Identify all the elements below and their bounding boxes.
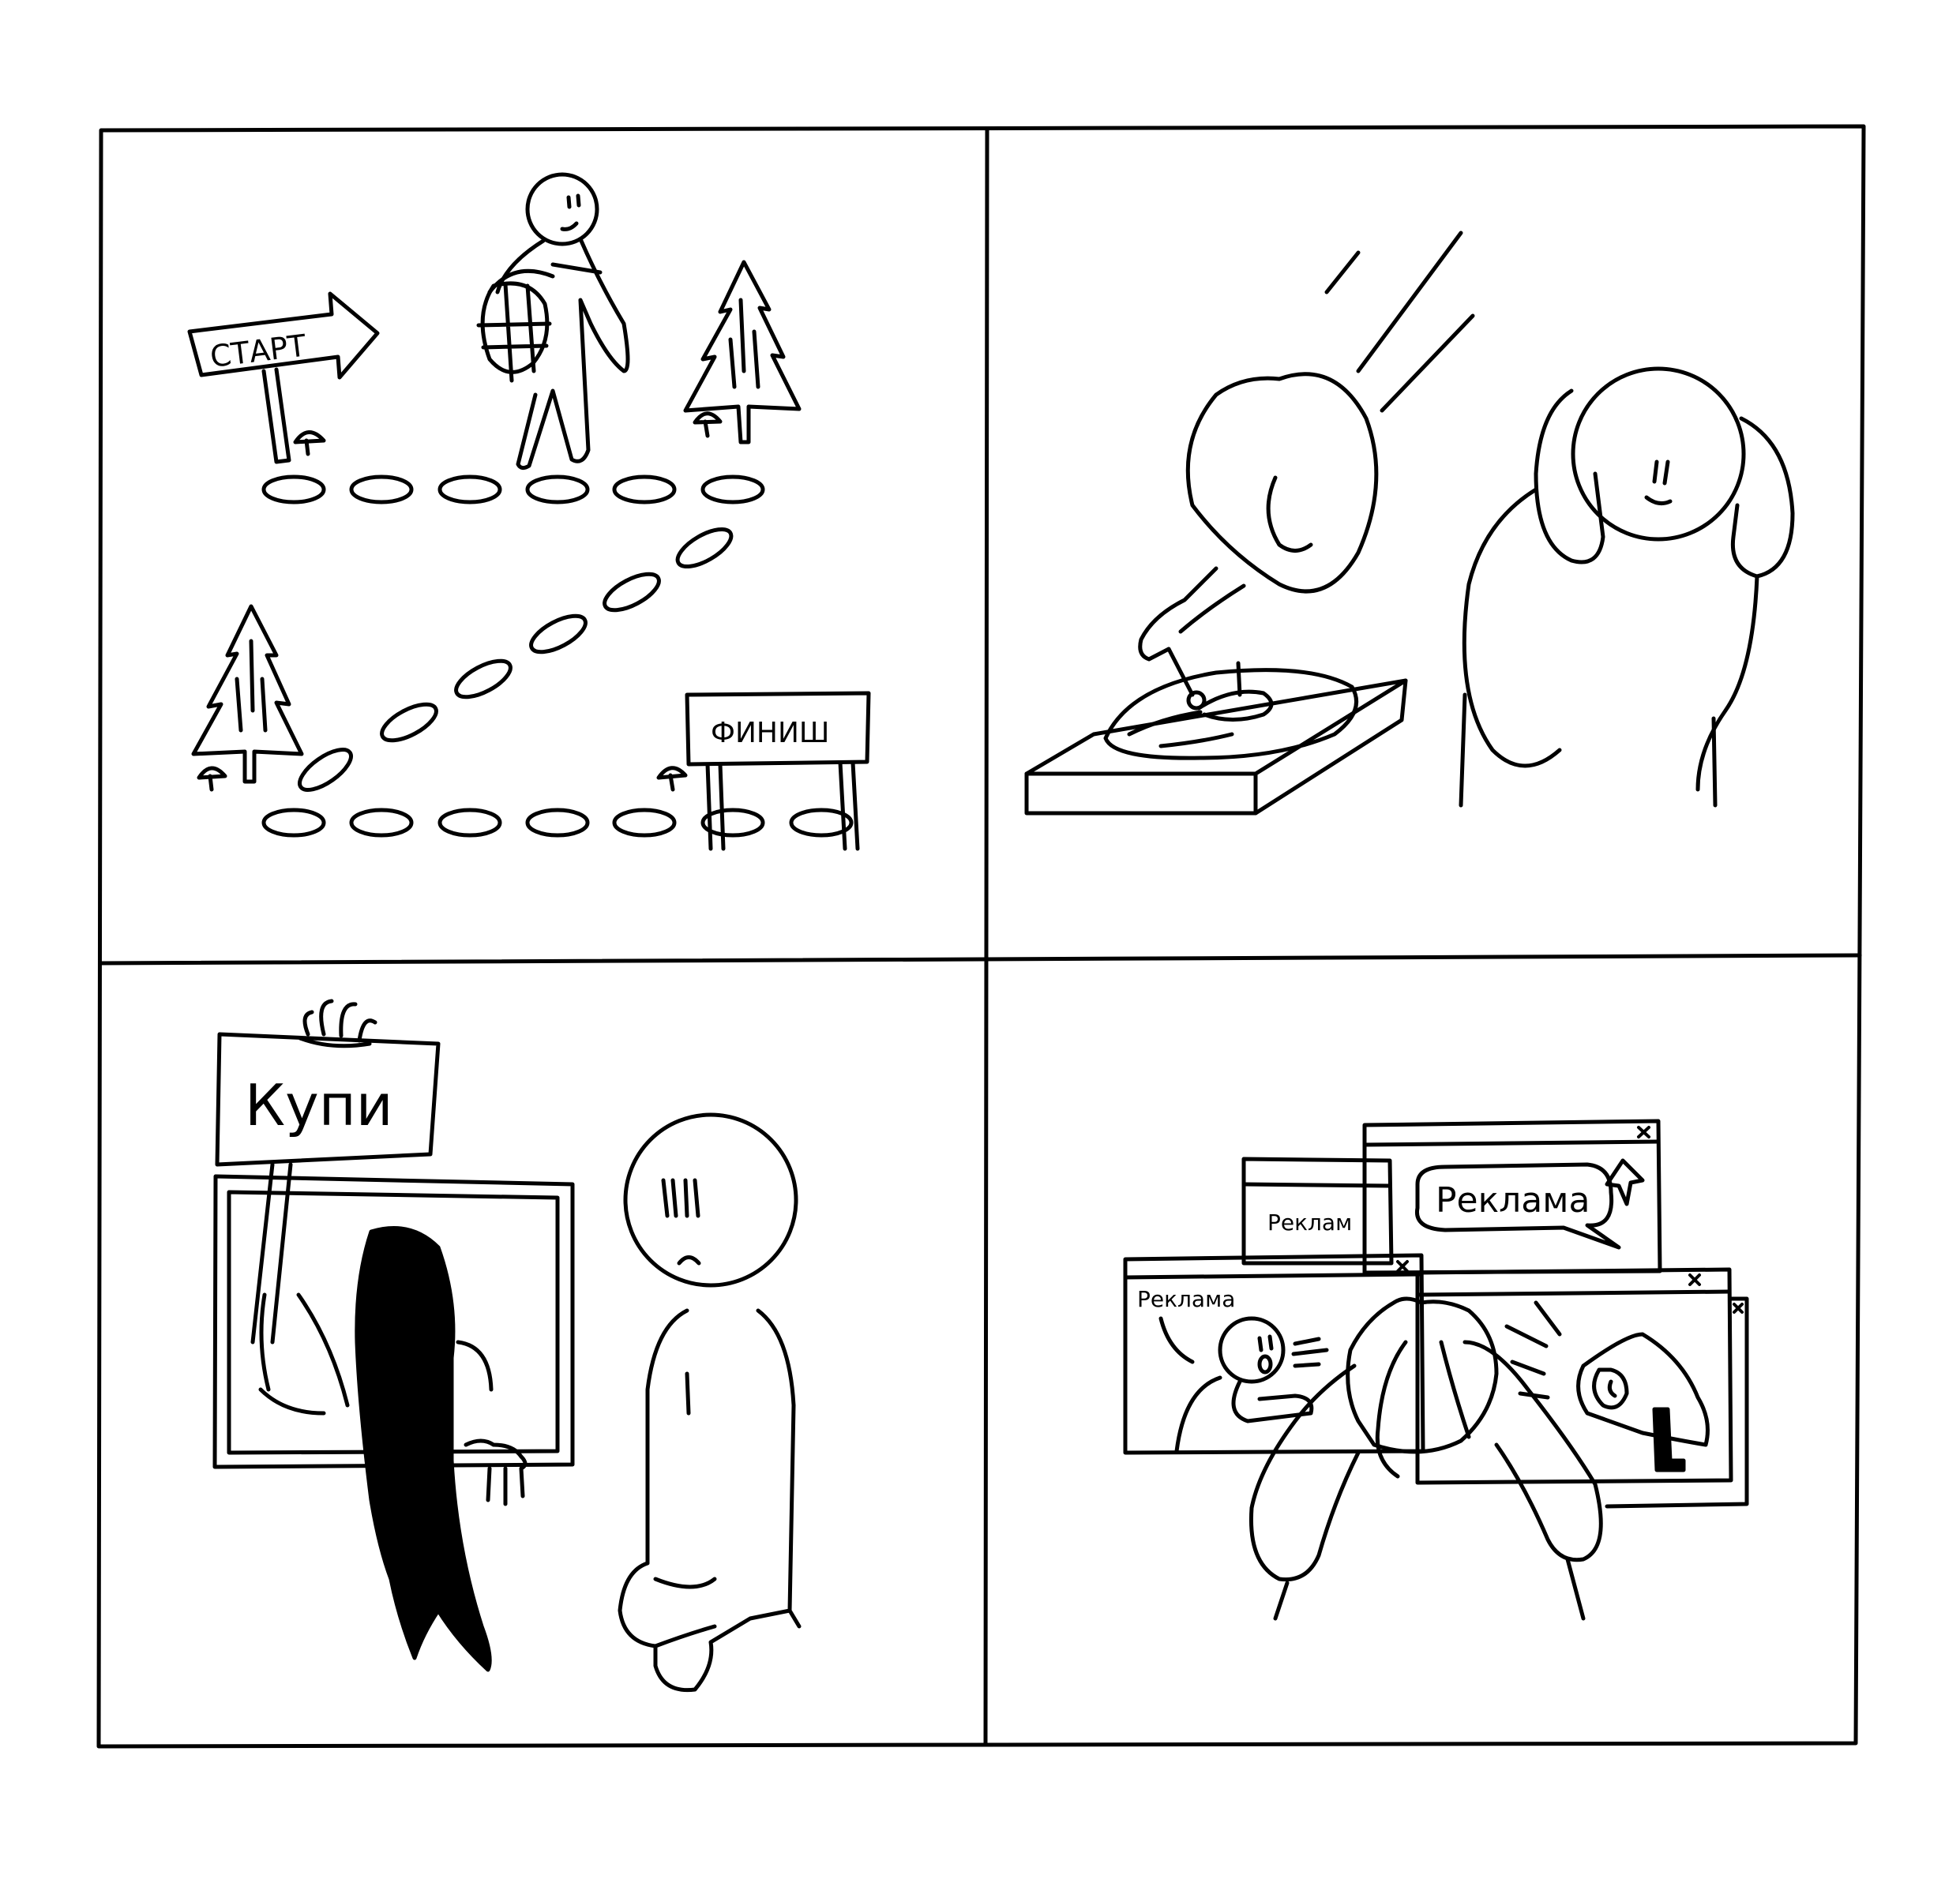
stepping-stones (261, 474, 854, 838)
finish-sign: ФИНИШ (685, 691, 871, 851)
close-icon (1733, 1303, 1744, 1314)
nervous-person (618, 1112, 802, 1693)
buy-sign: Купи (215, 999, 441, 1345)
ad-window-back-left: Реклам (1241, 1157, 1394, 1266)
finish-sign-text: ФИНИШ (711, 717, 829, 749)
start-sign-text: СТАРТ (208, 328, 309, 374)
pine-tree-icon (683, 260, 802, 444)
person-covering-face (1248, 1296, 1603, 1621)
gramophone (1024, 372, 1408, 816)
walking-person (476, 172, 630, 471)
basket-icon (476, 268, 555, 383)
sound-lines (1504, 1300, 1562, 1400)
screen-frame (212, 1174, 575, 1469)
ad-label-front-left: Реклама (1137, 1286, 1235, 1312)
megaphone-icon (1576, 1332, 1710, 1472)
cursor-icon (1605, 1158, 1645, 1206)
hand-icon (464, 1438, 528, 1506)
crawling-figure (258, 1226, 528, 1672)
ad-window-back-right: Реклама (1362, 1119, 1662, 1275)
buy-sign-text: Купи (245, 1072, 393, 1138)
panel-gramophone (1024, 231, 1795, 816)
mushroom-icon (656, 766, 688, 792)
panel-window: Купи (212, 999, 802, 1693)
start-sign: СТАРТ (187, 291, 380, 464)
sound-lines (1324, 231, 1475, 413)
mushroom-icon (293, 430, 326, 456)
mushroom-icon (197, 766, 227, 792)
panel-path: СТАРТ (187, 172, 871, 851)
shouting-person (1174, 1316, 1329, 1453)
close-icon (1637, 1126, 1650, 1138)
mushroom-icon (693, 411, 723, 438)
close-icon (1396, 1260, 1409, 1273)
close-icon (1688, 1273, 1701, 1286)
ad-bubble-text: Реклама (1436, 1180, 1590, 1221)
pine-tree-icon (191, 604, 304, 784)
person-covering-ears (1459, 366, 1795, 808)
panel-ads: Реклам Реклама (1123, 1119, 1749, 1621)
ad-window-front-right (1415, 1267, 1749, 1509)
panel-grid (96, 124, 1866, 1749)
speech-bubble: Реклама (1414, 1162, 1621, 1250)
ad-text-back-left: Реклам (1267, 1210, 1352, 1236)
